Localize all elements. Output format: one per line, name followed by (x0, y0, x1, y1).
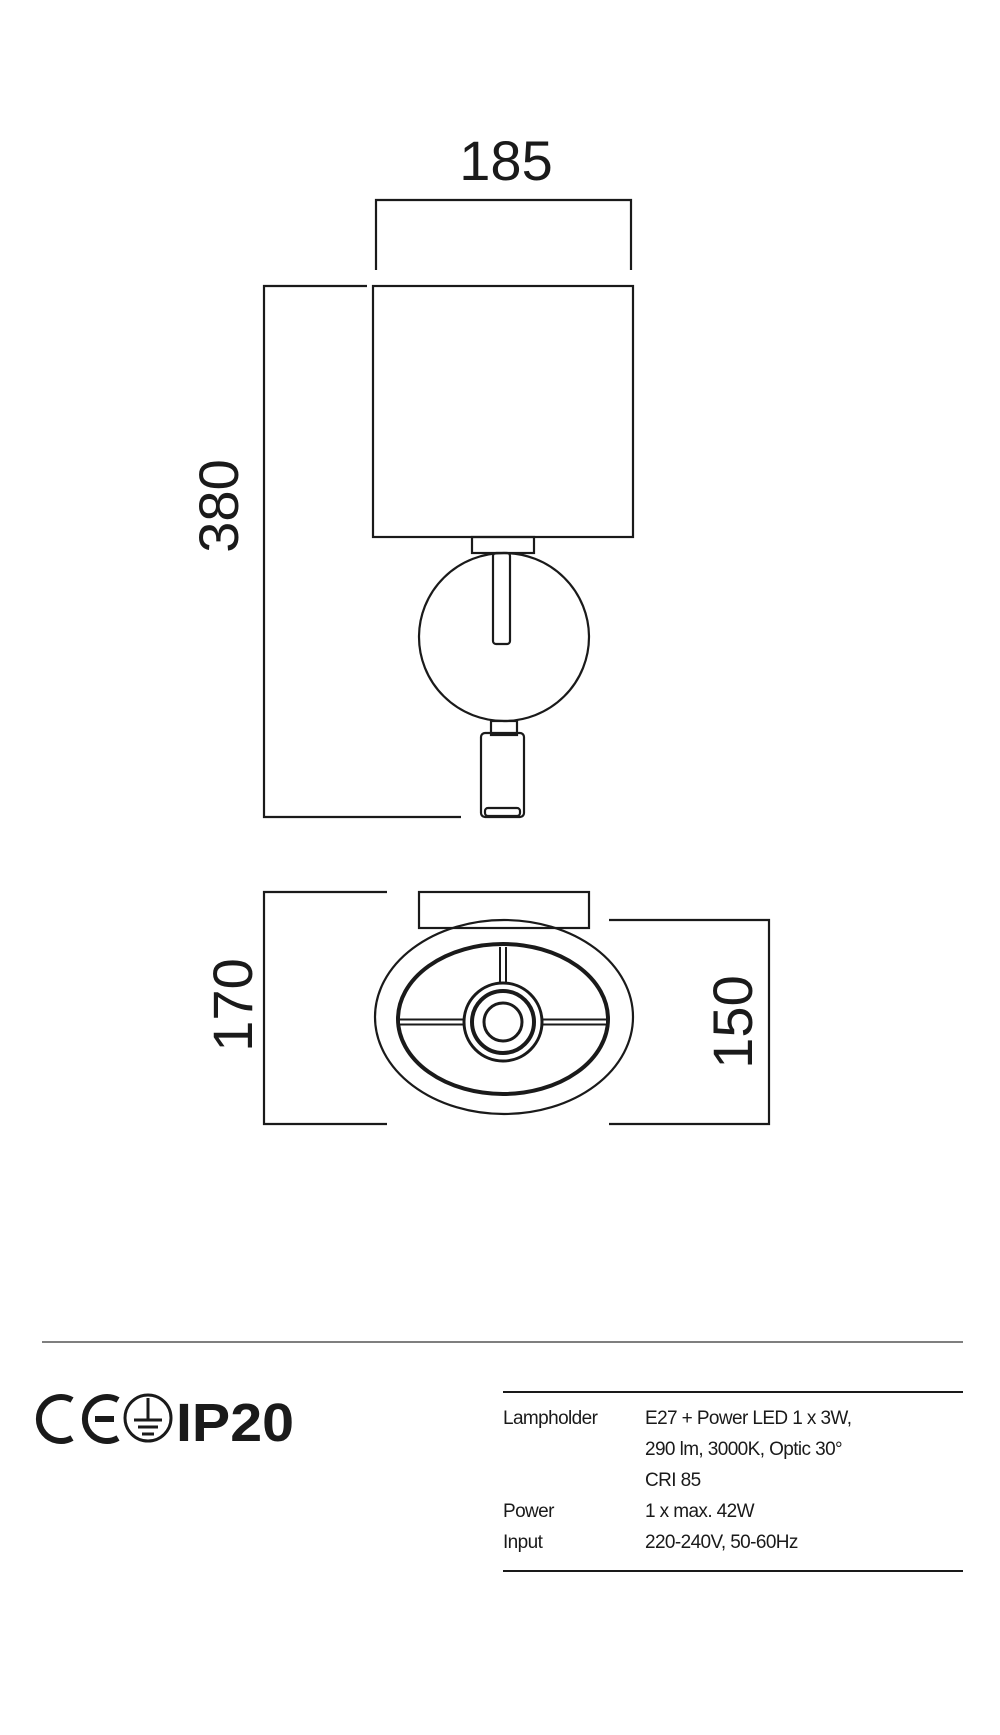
spot-connector (489, 719, 519, 737)
led-spot (479, 731, 526, 819)
spec-value: 290 lm, 3000K, Optic 30° (645, 1439, 843, 1460)
led-lens (483, 806, 522, 818)
lampholder-ring (462, 981, 544, 1063)
spec-row-power: Power 1 x max. 42W (503, 1496, 963, 1527)
certification-marks: IP20 (35, 1393, 294, 1453)
spec-label: Lampholder (503, 1408, 598, 1429)
ce-mark-c (35, 1394, 74, 1444)
width-dimension: 185 (374, 129, 633, 270)
lampshade (371, 284, 635, 539)
spec-value: 1 x max. 42W (645, 1501, 755, 1522)
shade-inner (396, 942, 610, 1096)
wall-bracket (417, 890, 591, 930)
depth-total-label: 170 (201, 958, 264, 1051)
spec-label: Input (503, 1532, 543, 1553)
spec-value: CRI 85 (645, 1470, 701, 1491)
stem (491, 551, 512, 646)
ip-rating: IP20 (176, 1393, 294, 1453)
spec-row-lampholder: Lampholder E27 + Power LED 1 x 3W, 290 l… (503, 1403, 963, 1496)
spec-row-input: Input 220-240V, 50-60Hz (503, 1527, 963, 1558)
front-view (371, 284, 635, 819)
shade-outer (373, 918, 635, 1116)
spec-label: Power (503, 1501, 554, 1522)
height-label: 380 (187, 459, 250, 552)
shade-neck (470, 535, 536, 555)
spec-value: 220-240V, 50-60Hz (645, 1532, 798, 1553)
wall-plate (417, 551, 591, 723)
protective-earth-icon (123, 1393, 173, 1443)
depth-shade-dimension: 150 (609, 918, 771, 1126)
height-dimension: 380 (187, 284, 461, 819)
spec-table: Lampholder E27 + Power LED 1 x 3W, 290 l… (503, 1391, 963, 1572)
depth-total-dimension: 170 (201, 890, 387, 1126)
top-view (373, 890, 635, 1116)
depth-shade-label: 150 (701, 975, 764, 1068)
width-label: 185 (459, 129, 552, 192)
spec-value: E27 + Power LED 1 x 3W, (645, 1408, 852, 1429)
ce-mark-e (81, 1394, 120, 1444)
